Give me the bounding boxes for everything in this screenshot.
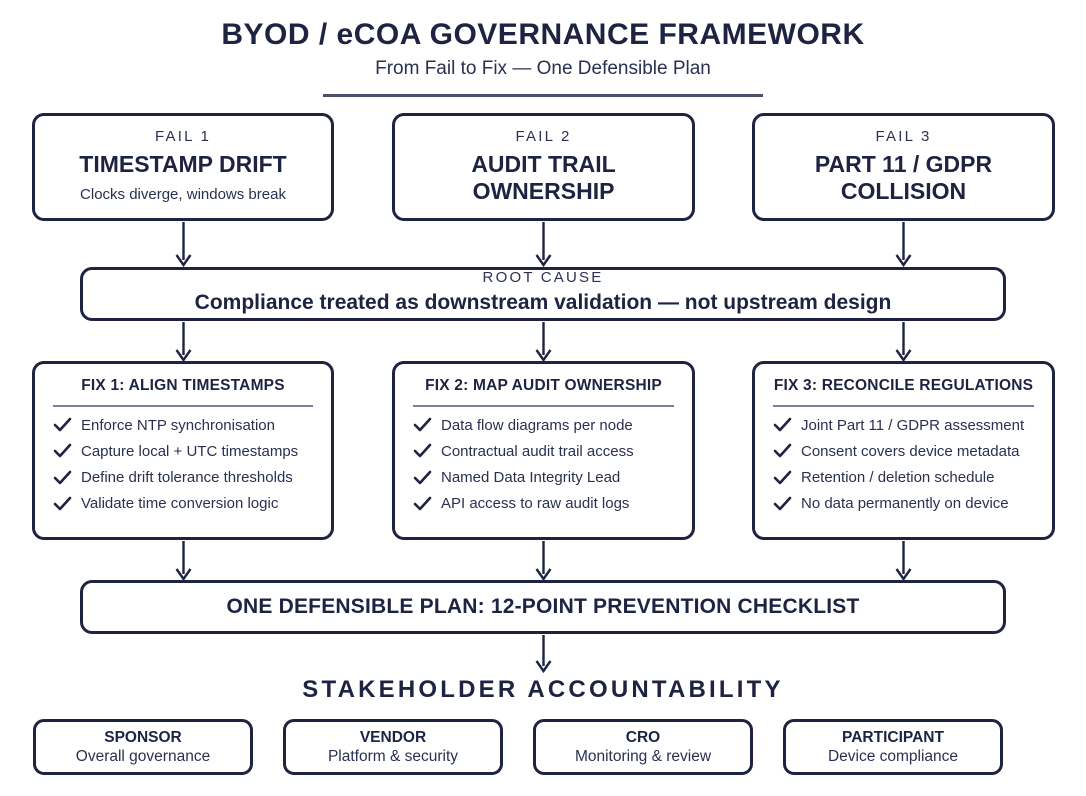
list-item-label: Validate time conversion logic	[81, 495, 279, 513]
list-item: Validate time conversion logic	[53, 495, 317, 512]
title-block: BYOD / eCOA GOVERNANCE FRAMEWORK From Fa…	[0, 18, 1086, 97]
list-item-label: Joint Part 11 / GDPR assessment	[801, 416, 1025, 434]
list-item: Capture local + UTC timestamps	[53, 443, 317, 460]
fix-card-3[interactable]: FIX 3: RECONCILE REGULATIONS Joint Part …	[752, 361, 1055, 540]
check-icon	[773, 443, 792, 459]
list-item-label: Define drift tolerance thresholds	[81, 469, 293, 487]
fail-card-1-kicker: FAIL 1	[154, 127, 211, 145]
list-item: Enforce NTP synchronisation	[53, 417, 317, 434]
check-icon	[413, 470, 432, 486]
arrow-fail2-to-root	[534, 222, 553, 267]
fail-card-1-desc: Clocks diverge, windows break	[80, 186, 286, 204]
root-cause-kicker: ROOT CAUSE	[482, 268, 604, 286]
check-icon	[53, 443, 72, 459]
list-item: Retention / deletion schedule	[773, 469, 1038, 486]
title-divider	[323, 93, 763, 97]
arrow-fix2-to-plan	[534, 541, 553, 581]
root-cause-text: Compliance treated as downstream validat…	[194, 290, 892, 314]
stakeholder-card-participant-desc: Device compliance	[827, 748, 959, 765]
arrow-fail3-to-root	[894, 222, 913, 267]
list-item-label: Retention / deletion schedule	[801, 469, 995, 487]
list-item: Data flow diagrams per node	[413, 417, 678, 434]
fix-card-3-header: FIX 3: RECONCILE REGULATIONS	[773, 377, 1034, 394]
fail-card-2-title: AUDIT TRAIL OWNERSHIP	[471, 151, 616, 204]
defensible-plan-text: ONE DEFENSIBLE PLAN: 12-POINT PREVENTION…	[226, 595, 860, 619]
arrow-root-to-fix3	[894, 322, 913, 362]
fix-card-1-list: Enforce NTP synchronisation Capture loca…	[49, 417, 317, 513]
stakeholder-card-sponsor-desc: Overall governance	[75, 748, 211, 765]
fix-card-3-divider	[773, 404, 1034, 407]
fix-card-2-header: FIX 2: MAP AUDIT OWNERSHIP	[425, 377, 662, 394]
fail-card-3-title: PART 11 / GDPR COLLISION	[814, 151, 993, 204]
arrow-fail1-to-root	[174, 222, 193, 267]
list-item-label: Data flow diagrams per node	[441, 416, 633, 434]
fix-card-2-divider	[413, 404, 674, 407]
page-subtitle: From Fail to Fix — One Defensible Plan	[375, 58, 711, 79]
list-item-label: Enforce NTP synchronisation	[81, 416, 275, 434]
stakeholder-card-vendor[interactable]: VENDOR Platform & security	[283, 719, 503, 775]
stakeholder-heading: STAKEHOLDER ACCOUNTABILITY	[302, 676, 784, 703]
arrow-root-to-fix2	[534, 322, 553, 362]
fix-card-3-list: Joint Part 11 / GDPR assessment Consent …	[769, 417, 1038, 513]
list-item-label: Consent covers device metadata	[801, 442, 1020, 460]
check-icon	[413, 443, 432, 459]
stakeholder-card-participant[interactable]: PARTICIPANT Device compliance	[783, 719, 1003, 775]
check-icon	[773, 496, 792, 512]
fail-card-2[interactable]: FAIL 2 AUDIT TRAIL OWNERSHIP	[392, 113, 695, 221]
check-icon	[413, 417, 432, 433]
fix-card-1-divider	[53, 404, 313, 407]
stakeholder-card-sponsor-role: SPONSOR	[104, 728, 182, 746]
list-item: Joint Part 11 / GDPR assessment	[773, 417, 1038, 434]
arrow-plan-to-stakeholders	[534, 635, 553, 673]
fix-card-1-header: FIX 1: ALIGN TIMESTAMPS	[81, 377, 285, 394]
arrow-fix1-to-plan	[174, 541, 193, 581]
check-icon	[773, 470, 792, 486]
list-item-label: API access to raw audit logs	[441, 495, 630, 513]
list-item-label: Contractual audit trail access	[441, 442, 634, 460]
fix-card-1[interactable]: FIX 1: ALIGN TIMESTAMPS Enforce NTP sync…	[32, 361, 334, 540]
check-icon	[53, 470, 72, 486]
list-item-label: Capture local + UTC timestamps	[81, 442, 299, 460]
fail-card-3-kicker: FAIL 3	[875, 128, 932, 146]
arrow-root-to-fix1	[174, 322, 193, 362]
stakeholder-card-vendor-desc: Platform & security	[327, 748, 459, 765]
fail-card-1[interactable]: FAIL 1 TIMESTAMP DRIFT Clocks diverge, w…	[32, 113, 334, 221]
check-icon	[773, 417, 792, 433]
list-item: Contractual audit trail access	[413, 443, 678, 460]
defensible-plan-card[interactable]: ONE DEFENSIBLE PLAN: 12-POINT PREVENTION…	[80, 580, 1006, 634]
stakeholder-card-cro-role: CRO	[625, 728, 661, 746]
fix-card-2[interactable]: FIX 2: MAP AUDIT OWNERSHIP Data flow dia…	[392, 361, 695, 540]
stakeholder-card-sponsor[interactable]: SPONSOR Overall governance	[33, 719, 253, 775]
list-item: Named Data Integrity Lead	[413, 469, 678, 486]
stakeholder-card-vendor-role: VENDOR	[359, 728, 427, 746]
stakeholder-card-participant-role: PARTICIPANT	[842, 728, 944, 746]
stakeholder-card-cro-desc: Monitoring & review	[574, 748, 712, 765]
list-item: Consent covers device metadata	[773, 443, 1038, 460]
page-title: BYOD / eCOA GOVERNANCE FRAMEWORK	[221, 18, 865, 51]
stakeholder-card-cro[interactable]: CRO Monitoring & review	[533, 719, 753, 775]
list-item: No data permanently on device	[773, 495, 1038, 512]
root-cause-card[interactable]: ROOT CAUSE Compliance treated as downstr…	[80, 267, 1006, 321]
list-item: API access to raw audit logs	[413, 495, 678, 512]
fail-card-2-kicker: FAIL 2	[515, 128, 572, 146]
check-icon	[413, 496, 432, 512]
check-icon	[53, 496, 72, 512]
fix-card-2-list: Data flow diagrams per node Contractual …	[409, 417, 678, 513]
check-icon	[53, 417, 72, 433]
list-item: Define drift tolerance thresholds	[53, 469, 317, 486]
fail-card-1-title: TIMESTAMP DRIFT	[79, 150, 287, 177]
list-item-label: Named Data Integrity Lead	[441, 469, 621, 487]
arrow-fix3-to-plan	[894, 541, 913, 581]
list-item-label: No data permanently on device	[801, 495, 1009, 513]
fail-card-3[interactable]: FAIL 3 PART 11 / GDPR COLLISION	[752, 113, 1055, 221]
